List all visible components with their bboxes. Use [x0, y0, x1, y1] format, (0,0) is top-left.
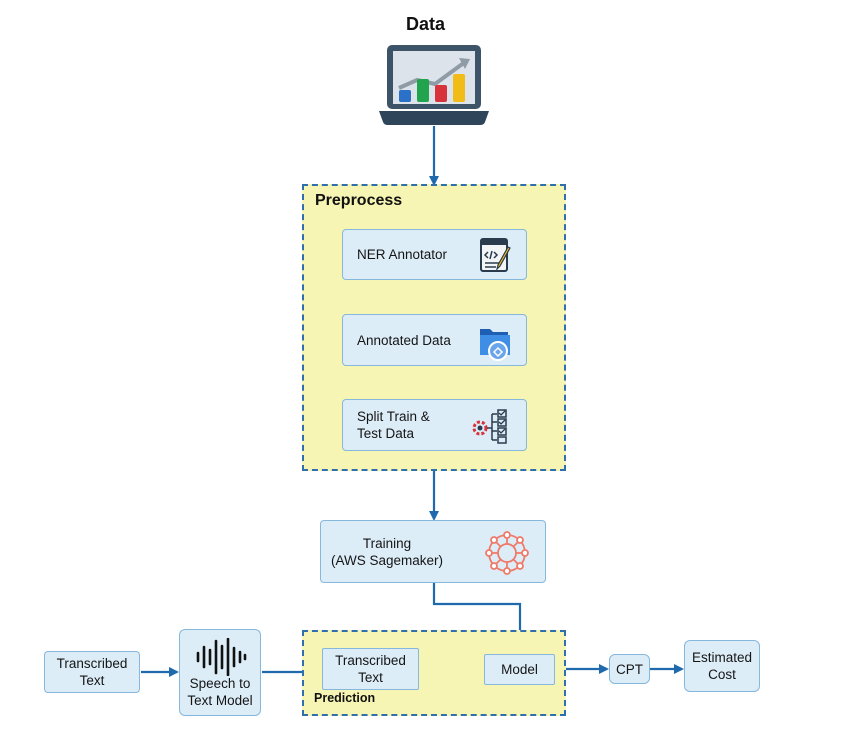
- folder-tag-icon: [478, 321, 512, 365]
- arrow-training-to-model: [432, 583, 525, 655]
- annotated-data-label: Annotated Data: [357, 332, 451, 348]
- training-node[interactable]: Training (AWS Sagemaker): [320, 520, 546, 583]
- prediction-title: Prediction: [314, 691, 376, 705]
- laptop-chart-icon: [377, 42, 491, 128]
- data-title: Data: [406, 14, 446, 34]
- speech-to-text-node[interactable]: Speech to Text Model: [179, 629, 261, 716]
- prediction-transcribed-text-label: Transcribed Text: [335, 653, 406, 685]
- model-node[interactable]: Model: [484, 654, 555, 685]
- sound-wave-icon: [195, 637, 247, 680]
- annotated-data-node[interactable]: Annotated Data: [342, 314, 527, 366]
- estimated-cost-label: Estimated Cost: [691, 650, 753, 682]
- ner-annotator-node[interactable]: NER Annotator: [342, 229, 527, 280]
- prediction-transcribed-text-node[interactable]: Transcribed Text: [322, 648, 419, 690]
- speech-to-text-label: Speech to Text Model: [187, 676, 253, 708]
- preprocess-title: Preprocess: [315, 192, 403, 209]
- sagemaker-brain-icon: [483, 529, 531, 581]
- ner-annotator-label: NER Annotator: [357, 247, 448, 262]
- split-data-node[interactable]: Split Train & Test Data: [342, 399, 527, 451]
- gear-checklist-icon: [470, 408, 512, 448]
- code-document-pencil-icon: [478, 236, 514, 278]
- split-data-label: Split Train & Test Data: [357, 409, 430, 441]
- input-transcribed-text-label: Transcribed Text: [56, 656, 128, 688]
- cpt-label: CPT: [616, 661, 643, 677]
- cpt-node[interactable]: CPT: [609, 654, 650, 684]
- input-transcribed-text-node[interactable]: Transcribed Text: [44, 651, 140, 693]
- estimated-cost-node[interactable]: Estimated Cost: [684, 640, 760, 692]
- training-label: Training (AWS Sagemaker): [331, 535, 444, 568]
- model-label: Model: [501, 662, 538, 677]
